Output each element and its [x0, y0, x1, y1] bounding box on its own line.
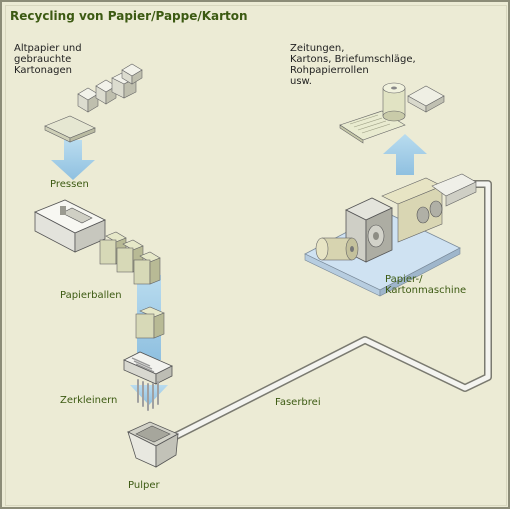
pulper-label: Pulper	[128, 480, 160, 491]
maschine-label: Papier-/ Kartonmaschine	[385, 274, 467, 296]
faserbrei-pipe	[166, 180, 492, 444]
paper-machine-icon	[304, 173, 477, 297]
shredder-icon	[123, 351, 173, 411]
diagram-inner-border	[5, 5, 507, 506]
faserbrei-label: Faserbrei	[275, 397, 321, 408]
cardboard-boxes-icon	[77, 63, 143, 113]
paper-products-icon	[339, 82, 445, 144]
single-bale-icon	[135, 306, 165, 339]
diagram-title: Recycling von Papier/Pappe/Karton	[10, 9, 248, 23]
source-label: Altpapier und gebrauchte Kartonagen	[14, 43, 82, 76]
flow-arrow-products	[383, 134, 427, 175]
pressen-label: Pressen	[50, 179, 89, 190]
press-machine-icon	[34, 199, 106, 253]
products-label: Zeitungen, Kartons, Briefumschläge, Rohp…	[290, 43, 416, 87]
pulper-icon	[127, 421, 179, 468]
papierballen-label: Papierballen	[60, 290, 122, 301]
paper-bales-icon	[99, 231, 161, 285]
zerkleinern-label: Zerkleinern	[60, 395, 118, 406]
paper-stack-icon	[44, 115, 96, 143]
flow-arrow-pressen	[51, 140, 95, 180]
